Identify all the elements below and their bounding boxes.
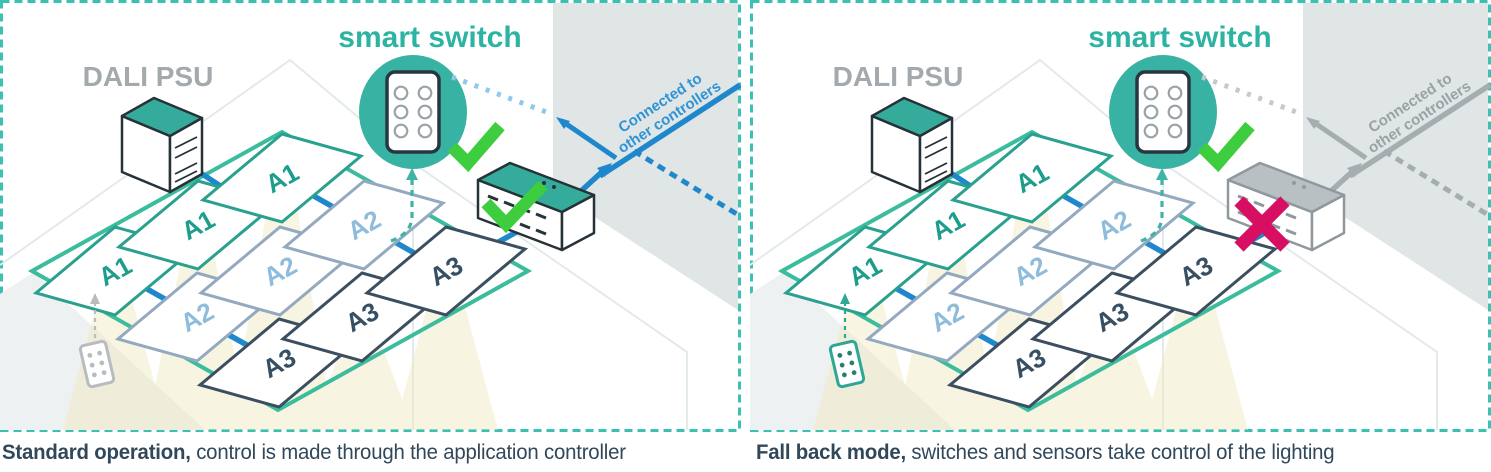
controller-check-icon (481, 180, 548, 234)
caption-standard-operation: Standard operation, control is made thro… (2, 441, 720, 465)
caption-rest: switches and sensors take control of the… (905, 441, 1335, 464)
panel-standard-operation: DALI PSU smart switch Connected to other… (0, 0, 741, 433)
smart-switch-label: smart switch (338, 21, 521, 54)
caption-bold: Fall back mode, (756, 441, 906, 464)
controller-cross-icon (1234, 196, 1290, 252)
psu-label: DALI PSU (83, 61, 214, 92)
panel-border (0, 0, 741, 432)
psu-label: DALI PSU (833, 61, 964, 92)
panel-fallback-mode: DALI PSU smart switch Connected to other… (750, 0, 1491, 433)
panel-border (750, 0, 1491, 432)
caption-bold: Standard operation, (2, 441, 191, 464)
smart-switch-label: smart switch (1088, 21, 1271, 54)
caption-rest: control is made through the application … (190, 441, 626, 464)
caption-fallback-mode: Fall back mode, switches and sensors tak… (756, 441, 1474, 465)
